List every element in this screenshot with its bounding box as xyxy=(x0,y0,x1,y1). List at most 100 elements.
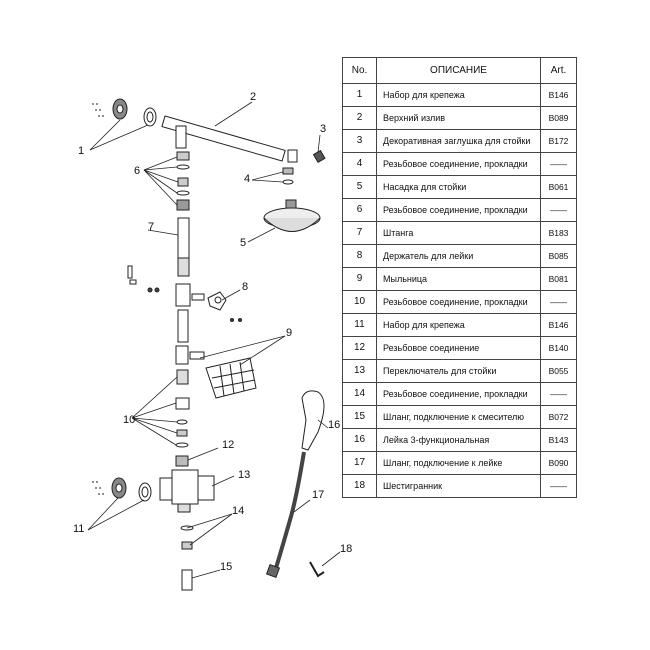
row-number: 7 xyxy=(342,221,377,245)
part-8-holder xyxy=(127,265,242,322)
row-description: Набор для крепежа xyxy=(376,83,541,107)
row-article: —— xyxy=(540,290,577,314)
row-number: 6 xyxy=(342,198,377,222)
callout-4: 4 xyxy=(244,173,250,185)
part-1-mount-kit xyxy=(92,98,157,127)
row-article: B143 xyxy=(540,428,577,452)
row-article: B081 xyxy=(540,267,577,291)
callout-3: 3 xyxy=(320,123,326,135)
callout-1: 1 xyxy=(78,145,84,157)
row-description: Резьбовое соединение, прокладки xyxy=(376,152,541,176)
callout-14: 14 xyxy=(232,505,244,517)
row-number: 18 xyxy=(342,474,377,498)
row-description: Шестигранник xyxy=(376,474,541,498)
row-article: B061 xyxy=(540,175,577,199)
row-description: Мыльница xyxy=(376,267,541,291)
part-7-bar xyxy=(177,217,190,277)
row-description: Штанга xyxy=(376,221,541,245)
callout-11: 11 xyxy=(73,523,84,535)
row-description: Верхний излив xyxy=(376,106,541,130)
row-number: 16 xyxy=(342,428,377,452)
part-16-hand-shower xyxy=(301,390,325,451)
row-article: —— xyxy=(540,198,577,222)
row-article: —— xyxy=(540,474,577,498)
row-article: B055 xyxy=(540,359,577,383)
row-description: Набор для крепежа xyxy=(376,313,541,337)
row-number: 2 xyxy=(342,106,377,130)
callout-6: 6 xyxy=(134,165,140,177)
callout-17: 17 xyxy=(312,489,324,501)
callout-10: 10 xyxy=(123,414,135,426)
row-article: B089 xyxy=(540,106,577,130)
row-number: 14 xyxy=(342,382,377,406)
header-no: No. xyxy=(342,57,377,84)
row-description: Резьбовое соединение xyxy=(376,336,541,360)
header-art: Art. xyxy=(540,57,577,84)
row-number: 3 xyxy=(342,129,377,153)
row-article: B146 xyxy=(540,83,577,107)
callout-16: 16 xyxy=(328,419,340,431)
row-number: 11 xyxy=(342,313,377,337)
row-article: B183 xyxy=(540,221,577,245)
row-article: B140 xyxy=(540,336,577,360)
row-number: 10 xyxy=(342,290,377,314)
row-number: 15 xyxy=(342,405,377,429)
row-description: Декоративная заглушка для стойки xyxy=(376,129,541,153)
row-article: —— xyxy=(540,152,577,176)
row-article: B090 xyxy=(540,451,577,475)
part-14-connectors xyxy=(180,525,194,550)
part-12-connection xyxy=(175,455,189,467)
callout-13: 13 xyxy=(238,469,250,481)
row-number: 5 xyxy=(342,175,377,199)
callout-7: 7 xyxy=(148,221,154,233)
leader-lines xyxy=(87,101,341,579)
part-4-connector xyxy=(282,167,294,185)
row-description: Лейка 3-функциональная xyxy=(376,428,541,452)
row-description: Шланг, подключение к смесителю xyxy=(376,405,541,429)
row-description: Насадка для стойки xyxy=(376,175,541,199)
row-description: Шланг, подключение к лейке xyxy=(376,451,541,475)
callout-15: 15 xyxy=(220,561,232,573)
row-article: B172 xyxy=(540,129,577,153)
part-17-shower-hose xyxy=(274,451,306,569)
callout-18: 18 xyxy=(340,543,352,555)
row-description: Резьбовое соединение, прокладки xyxy=(376,198,541,222)
callout-9: 9 xyxy=(286,327,292,339)
rod-segment xyxy=(177,309,189,343)
row-number: 12 xyxy=(342,336,377,360)
part-5-shower-head xyxy=(263,199,321,232)
part-10-connectors xyxy=(175,369,190,448)
part-13-diverter xyxy=(159,469,215,513)
row-article: B072 xyxy=(540,405,577,429)
part-11-mount-kit xyxy=(92,477,152,502)
row-number: 17 xyxy=(342,451,377,475)
row-description: Переключатель для стойки xyxy=(376,359,541,383)
part-18-hex-key xyxy=(309,561,325,578)
row-number: 4 xyxy=(342,152,377,176)
row-description: Резьбовое соединение, прокладки xyxy=(376,382,541,406)
header-description: ОПИСАНИЕ xyxy=(376,57,541,84)
row-article: —— xyxy=(540,382,577,406)
row-description: Держатель для лейки xyxy=(376,244,541,268)
callout-12: 12 xyxy=(222,439,234,451)
row-article: B085 xyxy=(540,244,577,268)
row-description: Резьбовое соединение, прокладки xyxy=(376,290,541,314)
